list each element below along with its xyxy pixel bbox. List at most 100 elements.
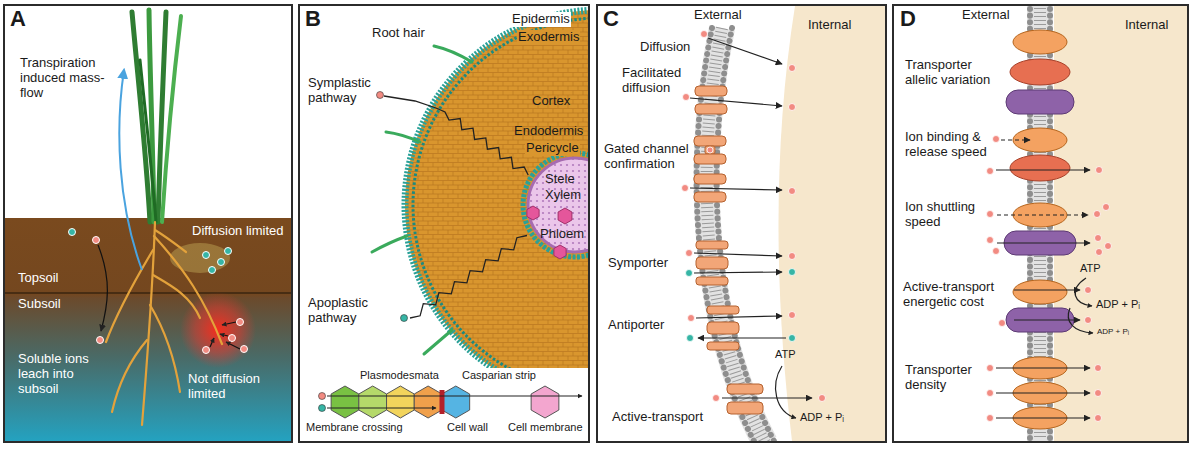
molecule-label: ATP (1080, 262, 1101, 275)
panel-letter: A (10, 6, 26, 31)
membrane-transporters (696, 257, 728, 269)
cell-chain-inset (442, 386, 470, 418)
property-ions (1095, 415, 1102, 422)
inset-label: Membrane crossing (306, 421, 403, 434)
transported-ions (707, 147, 713, 153)
tissue-label: Cortex (532, 94, 570, 109)
membrane-transporters (694, 174, 726, 184)
transported-ions (686, 270, 693, 277)
transporter-variants (1006, 90, 1074, 114)
soil-layer-label: Subsoil (18, 297, 61, 312)
soil-ions (69, 229, 76, 236)
transport-arrows (690, 38, 812, 418)
transport-label: Diffusion (640, 40, 690, 55)
plant-leaves (140, 60, 156, 222)
membrane-transporters (707, 322, 739, 334)
transport-arrows (690, 98, 782, 106)
property-ions (1096, 167, 1103, 174)
root-hairs (424, 330, 452, 354)
membrane-transporters (694, 192, 726, 202)
panel-frame: BRoot hairEpidermisExodermisSymplastic p… (298, 4, 590, 443)
property-label: Ion shuttling speed (905, 200, 995, 230)
soil-layer-label: Topsoil (18, 271, 58, 286)
cell-chain-inset (319, 386, 583, 418)
roots (150, 305, 180, 392)
property-ions (987, 237, 994, 244)
property-label: Active-transport energetic cost (903, 280, 1008, 310)
property-ions (987, 365, 994, 372)
membrane-transporters (694, 154, 726, 164)
property-arrows (1014, 319, 1080, 320)
transpiration-arrow (119, 70, 142, 270)
curved-membrane (697, 6, 885, 441)
molecule-label: ADP + Pᵢ (1096, 298, 1140, 311)
transporter-variants (1013, 30, 1067, 54)
panel-letter: C (603, 6, 619, 31)
transported-ions (686, 250, 693, 257)
process-label: Soluble ions leach into subsoil (18, 352, 100, 397)
apoplastic-pathway (410, 236, 527, 319)
transport-label: Active-transport (612, 410, 703, 425)
property-arrows (1075, 278, 1092, 306)
property-ions (1105, 243, 1112, 250)
membrane-transporters (695, 104, 727, 114)
soil-ions (97, 337, 104, 344)
membrane-side-label: External (694, 8, 742, 23)
transported-ions (683, 94, 690, 101)
soil-ions (209, 267, 216, 274)
property-arrows (996, 367, 1090, 368)
cell-chain-inset (387, 386, 415, 418)
property-ions (1085, 287, 1092, 294)
transport-label: Gated channel confirmation (604, 142, 694, 172)
transporter-variants (1013, 280, 1067, 304)
transported-ions (789, 188, 796, 195)
cell-chain-inset (440, 390, 445, 414)
molecule-label: ADP + Pᵢ (1097, 327, 1129, 336)
property-ions (987, 415, 994, 422)
pathway-label: Apoplastic pathway (308, 296, 383, 326)
part-label: Root hair (372, 26, 425, 41)
ion-movement-arrows (210, 338, 214, 347)
root-hairs (372, 236, 407, 252)
root-cross-section (558, 208, 572, 224)
property-ions (1103, 204, 1110, 211)
transport-arrows (694, 272, 782, 273)
root-cross-section (413, 18, 588, 368)
root-cross-section (405, 10, 588, 368)
membrane-transporters (705, 146, 715, 154)
property-arrows (997, 214, 1088, 215)
cell-chain-inset (531, 386, 559, 418)
root-hairs (386, 132, 420, 142)
transported-ions (819, 395, 826, 402)
roots (112, 340, 147, 412)
soil-ions (241, 346, 248, 353)
transported-ions (789, 312, 796, 319)
symplastic-pathway (384, 96, 528, 175)
inset-label: Plasmodesmata (360, 369, 439, 382)
soil-ions (203, 347, 210, 354)
transport-label: Symporter (608, 256, 668, 271)
root-cross-section (405, 10, 588, 368)
membrane-side-label: Internal (808, 18, 851, 33)
root-hairs (434, 46, 472, 62)
transported-ions (789, 65, 796, 72)
transported-ions (701, 31, 708, 38)
property-ions (1096, 249, 1103, 256)
roots (153, 275, 200, 318)
transporter-variants (1010, 155, 1070, 181)
membrane-transporters (727, 402, 763, 414)
property-ions (1095, 365, 1102, 372)
property-ions (999, 320, 1006, 327)
soil-ions (225, 248, 232, 255)
property-ions (993, 248, 1000, 255)
tissue-label: Exodermis (517, 30, 580, 45)
curved-membrane (779, 6, 886, 441)
transported-ions (682, 31, 826, 402)
panel-frame: ATranspiration induced mass-flowDiffusio… (3, 4, 293, 443)
pathway-label: Symplastic pathway (308, 76, 383, 106)
transported-ions (687, 335, 694, 342)
soil-ions (218, 259, 225, 266)
tissue-label: Xylem (545, 188, 581, 203)
inset-label: Casparian strip (462, 369, 536, 382)
soil-ions (69, 229, 248, 354)
